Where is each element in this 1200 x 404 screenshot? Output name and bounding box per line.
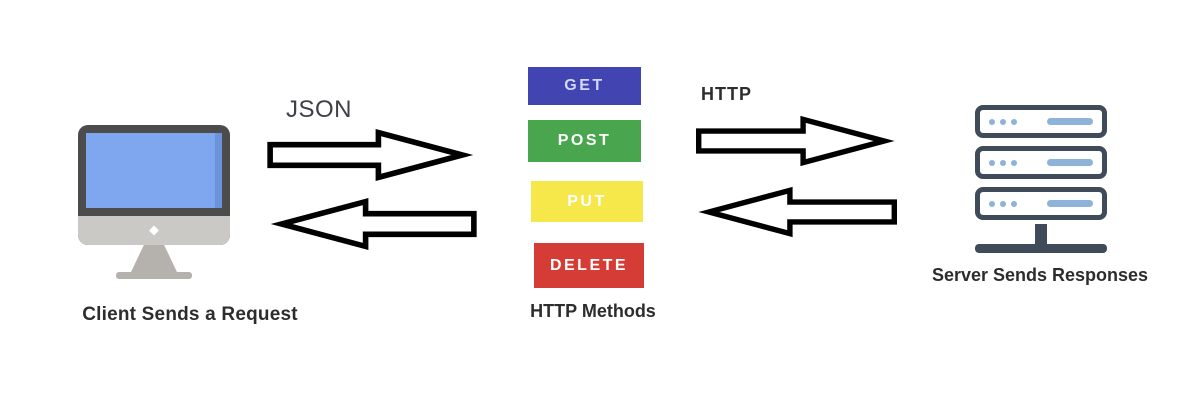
method-get-box: GET [528,67,641,105]
monitor-frame [78,125,230,245]
server-drive-bar [1047,118,1093,125]
method-put-box: PUT [531,181,643,222]
response-arrow-left-icon [270,197,477,251]
server-led-icon [989,200,995,207]
server-stack-icon [975,105,1107,253]
http-arrow-left-icon [698,186,897,238]
http-arrow-right-icon [696,115,895,167]
method-delete-box: DELETE [534,243,644,288]
monitor-logo-diamond [149,225,159,236]
server-stand-base [975,244,1107,253]
method-post-box: POST [528,120,641,162]
monitor-stand-base [116,272,192,279]
monitor-stand-neck [131,245,177,272]
client-computer-icon [78,125,230,279]
server-led-icon [1000,159,1006,166]
monitor-screen [86,133,222,208]
server-drive-bar [1047,200,1093,207]
server-led-icon [989,118,995,125]
server-unit [975,146,1107,179]
server-led-icon [1000,200,1006,207]
server-stand-neck [1035,224,1047,244]
http-label: HTTP [701,84,752,104]
server-unit [975,105,1107,138]
client-label: Client Sends a Request [82,304,298,325]
json-label: JSON [286,96,353,123]
methods-caption: HTTP Methods [530,301,656,321]
server-led-icon [1011,200,1017,207]
monitor-screen-shade [215,133,222,208]
server-label: Server Sends Responses [931,265,1149,285]
server-drive-bar [1047,159,1093,166]
server-unit [975,187,1107,220]
server-led-icon [1011,159,1017,166]
server-led-icon [1000,118,1006,125]
server-led-icon [1011,118,1017,125]
monitor-chin [78,216,230,245]
request-arrow-right-icon [267,128,474,182]
server-led-icon [989,159,995,166]
